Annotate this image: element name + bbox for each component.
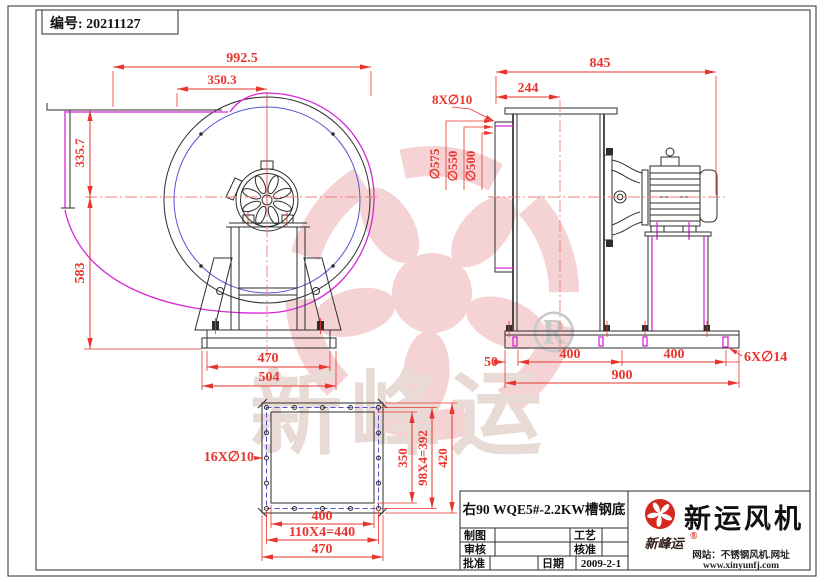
doc-number-box xyxy=(41,9,179,35)
dim-outlet-to-axis: 350.3 xyxy=(207,72,237,87)
dim-base-bolt-span: 470 xyxy=(258,351,279,366)
field-ratified: 批准 xyxy=(463,556,485,570)
dim-overall-width: 992.5 xyxy=(226,51,258,66)
flange-view: 16X∅10 350 98X4=392 420 400 11 xyxy=(204,398,457,561)
side-view-dimensions: 992.5 350.3 335.7 583 470 504 xyxy=(72,51,372,390)
dim-flange-bolt-holes: 16X∅10 xyxy=(204,450,254,465)
field-checked: 审核 xyxy=(464,542,486,556)
watermark-layer: 新峰运 ® xyxy=(250,146,579,466)
field-drafted: 制图 xyxy=(464,528,486,542)
dim-overall-length: 845 xyxy=(590,56,611,71)
dim-base-length: 900 xyxy=(612,368,633,383)
field-process: 工艺 xyxy=(574,528,596,542)
dim-bolt-pitch-width: 110X4=440 xyxy=(289,525,355,540)
website-line1: 网站：不锈钢风机.网址 xyxy=(692,549,790,561)
field-date: 日期 xyxy=(542,556,564,570)
channel-base xyxy=(201,318,337,349)
front-view-dimensions: 845 244 8X∅10 ∅575 ∅550 ∅500 50 400 400 xyxy=(427,56,787,388)
watermark-registered-mark: ® xyxy=(531,299,576,365)
drive-bracket xyxy=(603,148,649,247)
dim-bolt-pitch-height: 98X4=392 xyxy=(415,430,430,486)
field-approved: 核准 xyxy=(574,542,596,556)
dim-outlet-height: 335.7 xyxy=(72,138,87,168)
front-base xyxy=(504,321,740,349)
dim-inlet-bore: ∅500 xyxy=(463,151,478,182)
date-value: 2009-2-1 xyxy=(581,558,621,570)
company-name: 新运风机 xyxy=(684,503,804,534)
dim-base-span-left: 400 xyxy=(560,347,581,362)
dim-flange-od: ∅575 xyxy=(427,148,442,179)
watermark-brand-text: 新峰运 xyxy=(250,364,550,466)
terminal-box xyxy=(225,177,243,201)
dim-opening-height: 350 xyxy=(395,448,410,468)
dim-inlet-bolt-holes: 8X∅10 xyxy=(432,92,472,107)
dim-inlet-depth: 244 xyxy=(518,81,539,96)
dim-base-bolt-holes: 6X∅14 xyxy=(744,350,787,365)
dim-flange-height: 420 xyxy=(435,448,450,468)
flange-bolt-holes xyxy=(264,405,381,511)
sheet-border: 编号: 20211127 xyxy=(7,5,817,577)
motor xyxy=(644,147,718,331)
dim-base-edge: 50 xyxy=(484,355,498,370)
dim-axis-to-base: 583 xyxy=(73,263,88,284)
drawing-title: 右90 WQE5#-2.2KW槽钢底 xyxy=(463,501,626,517)
pedestal xyxy=(194,212,342,331)
flange-view-dimensions: 16X∅10 350 98X4=392 420 400 11 xyxy=(204,402,457,561)
side-view: 992.5 350.3 335.7 583 470 504 xyxy=(46,51,380,390)
title-block: 右90 WQE5#-2.2KW槽钢底 制图 工艺 审核 核准 批准 日期 200… xyxy=(459,490,811,571)
dim-base-width: 504 xyxy=(259,370,280,385)
dim-opening-width: 400 xyxy=(312,509,333,524)
website-line2: www.xinyunfj.com xyxy=(703,561,779,571)
front-view: 845 244 8X∅10 ∅575 ∅550 ∅500 50 400 400 xyxy=(427,56,787,388)
doc-number: 编号: 20211127 xyxy=(50,15,141,32)
dim-base-span-right: 400 xyxy=(664,347,685,362)
brand-script: 新峰运 xyxy=(644,536,685,551)
dim-flange-width: 470 xyxy=(312,542,333,557)
company-logo-flower-icon xyxy=(645,499,675,529)
dim-bolt-circle: ∅550 xyxy=(445,151,460,182)
brand-registered-mark: ® xyxy=(690,531,698,542)
